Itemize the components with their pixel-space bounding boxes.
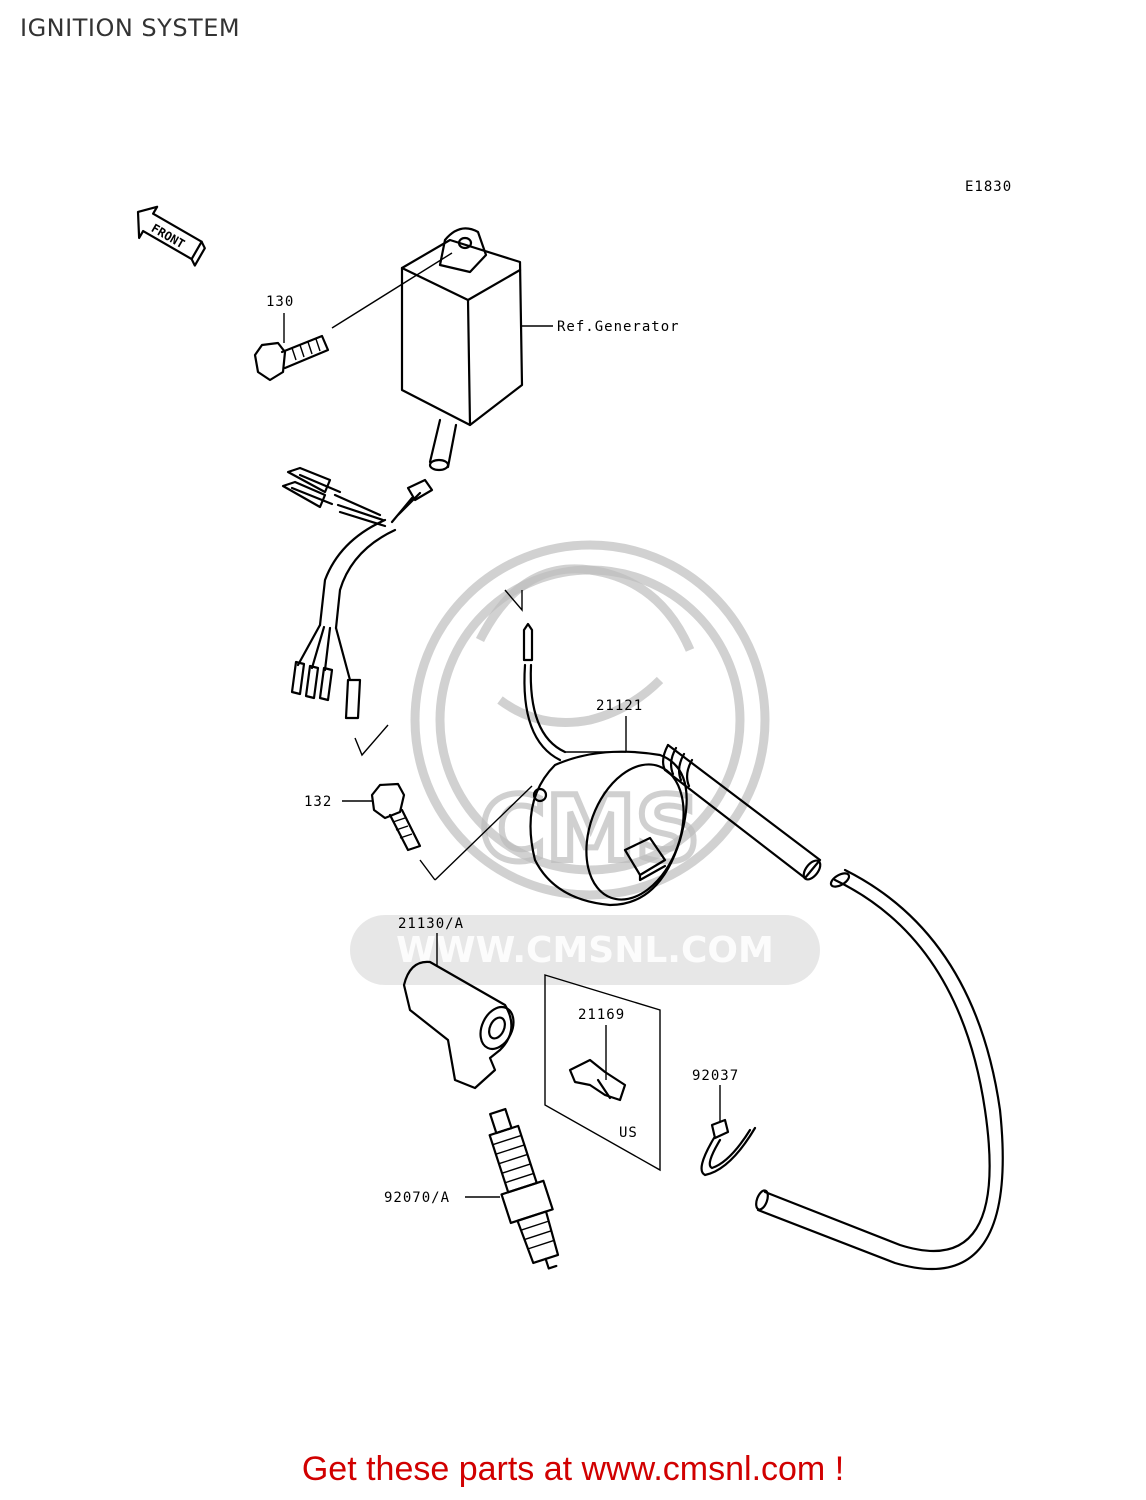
ignition-system-diagram: CMS WWW.CMSNL.COM E1830 FRONT Ref.Genera… <box>136 179 1012 1271</box>
cms-watermark-logo: CMS WWW.CMSNL.COM <box>350 540 820 985</box>
us-label: US <box>619 1125 638 1141</box>
bolt-130 <box>253 334 330 382</box>
front-label: FRONT <box>149 221 187 251</box>
bolt-132 <box>370 782 422 852</box>
diagram-code: E1830 <box>965 179 1012 195</box>
cdi-unit <box>400 227 524 472</box>
front-arrow-icon: FRONT <box>136 205 206 267</box>
us-clip-box <box>544 974 661 1172</box>
part-92037-label: 92037 <box>692 1068 739 1084</box>
part-21121-label: 21121 <box>596 698 643 714</box>
wiring-harness <box>281 466 434 720</box>
ref-generator-label: Ref.Generator <box>557 319 680 335</box>
cable-tie-92037 <box>700 1118 757 1177</box>
high-tension-lead <box>755 868 1004 1271</box>
ignition-coil-21121 <box>504 589 822 907</box>
spark-plug-92070 <box>488 1107 560 1270</box>
watermark-url-text: WWW.CMSNL.COM <box>396 930 774 971</box>
part-132-label: 132 <box>304 794 332 810</box>
part-92070-label: 92070/A <box>384 1190 450 1206</box>
part-21169-label: 21169 <box>578 1007 625 1023</box>
page-title: IGNITION SYSTEM <box>20 14 241 42</box>
part-21130-label: 21130/A <box>398 916 464 932</box>
part-130-label: 130 <box>266 294 294 310</box>
spark-plug-cap-21130 <box>402 960 515 1090</box>
footer-parts-link[interactable]: Get these parts at www.cmsnl.com ! <box>301 1450 845 1488</box>
